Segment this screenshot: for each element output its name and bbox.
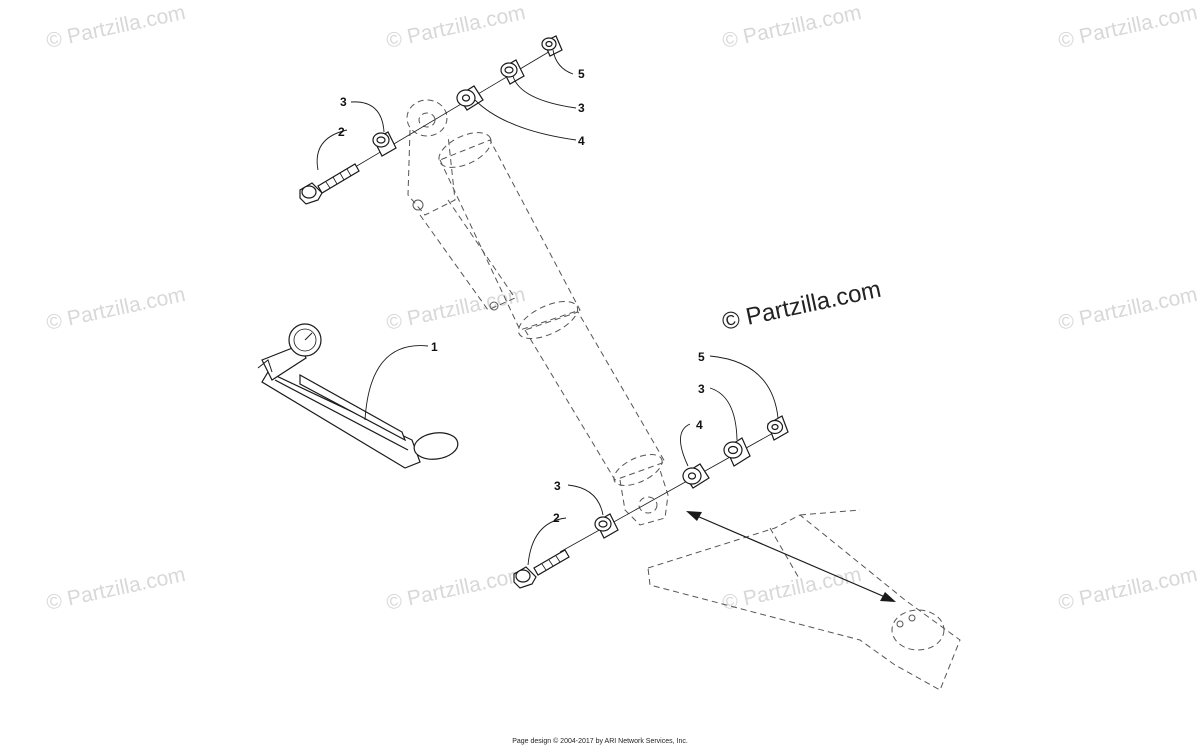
callout-5-top: 5 [578,67,585,81]
watermark: © Partzilla.com [1056,1,1199,53]
footer-copyright: Page design © 2004-2017 by ARI Network S… [512,738,688,745]
watermark: © Partzilla.com [720,563,863,615]
a-arm-ghost [647,509,961,691]
cap-bottom [766,415,789,441]
spacer-top-right [500,59,525,85]
bushing-bottom [682,463,710,489]
callouts: 5 3 4 3 2 1 5 3 4 3 2 [338,67,705,525]
callout-4-bottom: 4 [696,418,703,432]
watermark: © Partzilla.com [44,283,187,335]
bottom-assembly-axis [559,427,783,553]
shock-absorber-ghost [406,99,669,526]
watermark: © Partzilla.com [1056,563,1199,615]
callout-5-bottom: 5 [698,350,705,364]
callout-2-top: 2 [338,125,345,139]
callout-2-bottom: 2 [553,511,560,525]
watermark: © Partzilla.com [720,1,863,53]
cap-top [541,35,563,57]
watermark: © Partzilla.com [384,1,527,53]
watermark: © Partzilla.com [384,283,527,335]
watermark: © Partzilla.com [1056,283,1199,335]
watermark-main: © Partzilla.com [720,276,884,336]
leader-lines [316,49,779,566]
top-hardware [299,35,563,205]
callout-4-top: 4 [578,134,585,148]
callout-3-top-left: 3 [340,95,347,109]
watermark: © Partzilla.com [44,563,187,615]
watermark: © Partzilla.com [44,1,187,53]
callout-3-bottom-left: 3 [554,479,561,493]
bolt-bottom [513,549,570,589]
bolt-top [299,163,360,205]
callout-1: 1 [431,340,438,354]
bushing-top [456,85,484,111]
callout-3-bottom-right: 3 [698,382,705,396]
mounting-arrow [686,511,896,602]
callout-3-top-right: 3 [578,101,585,115]
spacer-bottom-right [723,437,751,467]
watermark-layer: © Partzilla.com © Partzilla.com © Partzi… [44,1,1199,615]
spacer-bottom-left [594,513,619,539]
bottom-hardware [513,415,789,589]
watermark: © Partzilla.com [384,563,527,615]
spacer-top-left [372,131,397,157]
shock-pump [257,323,459,469]
